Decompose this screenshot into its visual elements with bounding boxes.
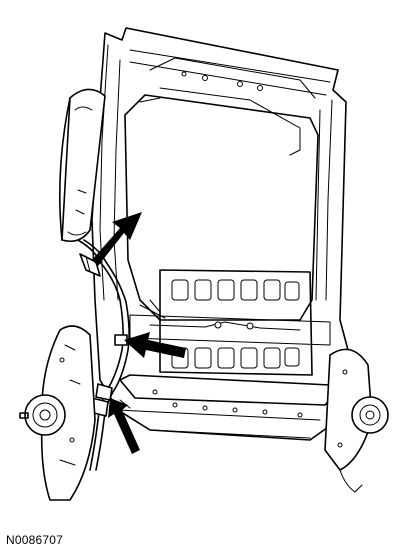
callout-arrow-middle	[124, 332, 186, 358]
side-bolster-cylinder	[58, 88, 106, 243]
right-pivot-bracket	[324, 348, 389, 493]
lumbar-support-panel	[129, 269, 331, 376]
seat-back-frame	[91, 27, 349, 441]
callout-arrow-lower	[108, 398, 140, 454]
callout-arrow-upper	[92, 212, 142, 266]
figure-id-label: N0086707	[6, 533, 63, 547]
recliner-mechanism	[19, 325, 96, 501]
